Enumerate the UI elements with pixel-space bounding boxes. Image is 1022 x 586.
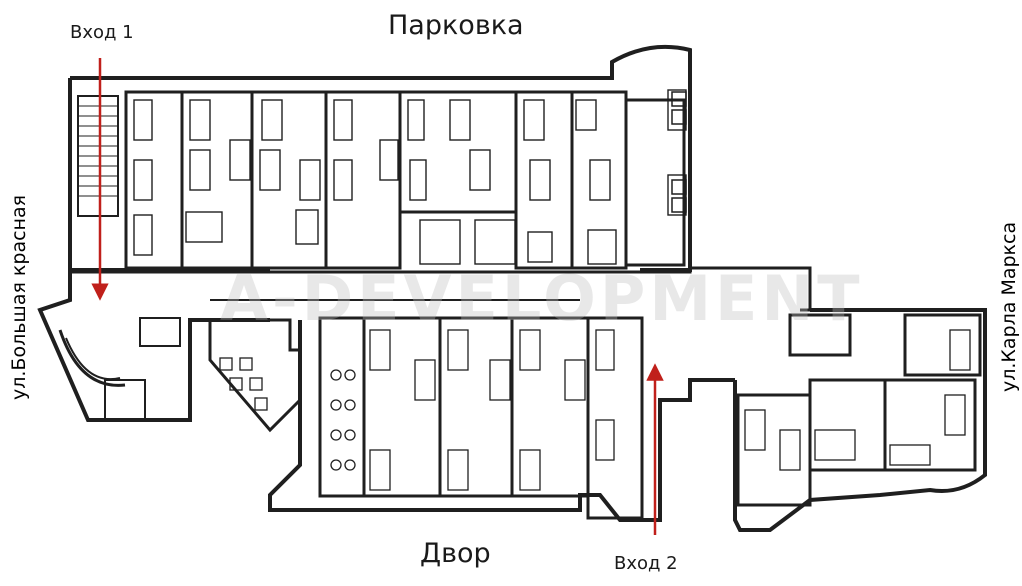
watermark: A-DEVELOPMENT: [220, 262, 864, 335]
cafe-wall: [208, 318, 302, 433]
lobby-wall: [37, 272, 270, 422]
top-rooms: [124, 90, 686, 270]
bottom-rooms: [318, 316, 644, 520]
street-left-label: ул.Большая красная: [8, 194, 30, 400]
top-block-wall: [70, 44, 692, 272]
entrance1-label: Вход 1: [70, 22, 134, 43]
parking-label: Парковка: [388, 10, 524, 41]
corridor: [70, 266, 812, 312]
yard-label: Двор: [420, 538, 491, 569]
bottom-block-wall: [268, 320, 735, 522]
right-rooms: [736, 313, 982, 507]
right-wing-wall: [733, 308, 987, 532]
street-right-label: ул.Карла Маркса: [998, 221, 1020, 392]
entrance2-label: Вход 2: [614, 553, 678, 574]
